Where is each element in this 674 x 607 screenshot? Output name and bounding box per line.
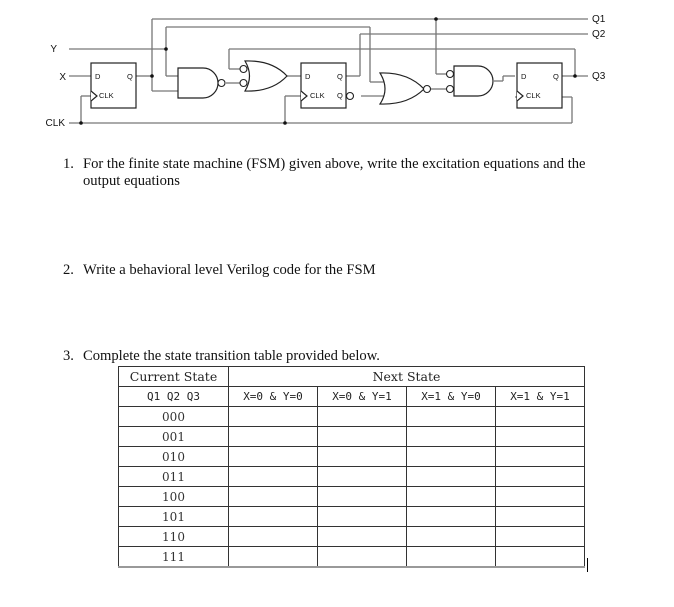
next-state-cell[interactable] [406, 506, 496, 527]
question-1-line-1: For the finite state machine (FSM) given… [83, 156, 586, 172]
output-label-q2: Q2 [592, 29, 606, 40]
state-transition-table: Current State Next State Q1 Q2 Q3 X=0 & … [118, 366, 585, 568]
subheader-x1-y1: X=1 & Y=1 [495, 386, 585, 407]
svg-text:CLK: CLK [310, 91, 325, 100]
subheader-x1-y0: X=1 & Y=0 [406, 386, 496, 407]
next-state-cell[interactable] [317, 506, 407, 527]
svg-text:Q: Q [127, 72, 133, 81]
input-label-x: X [59, 72, 66, 83]
question-2-text: Write a behavioral level Verilog code fo… [83, 262, 376, 278]
nor-gate [378, 72, 432, 105]
subheader-x0-y0: X=0 & Y=0 [228, 386, 318, 407]
state-cell: 100 [118, 486, 229, 507]
next-state-cell[interactable] [495, 466, 585, 487]
subheader-q1q2q3: Q1 Q2 Q3 [118, 386, 229, 407]
svg-text:D: D [305, 72, 311, 81]
state-cell: 011 [118, 466, 229, 487]
next-state-cell[interactable] [406, 406, 496, 427]
next-state-cell[interactable] [228, 466, 318, 487]
next-state-cell[interactable] [317, 406, 407, 427]
question-3-number: 3. [63, 348, 74, 364]
state-cell: 000 [118, 406, 229, 427]
next-state-cell[interactable] [228, 546, 318, 568]
state-cell: 001 [118, 426, 229, 447]
next-state-cell[interactable] [495, 446, 585, 467]
svg-text:CLK: CLK [99, 91, 114, 100]
next-state-cell[interactable] [228, 406, 318, 427]
flip-flop-2: D Q CLK Q [300, 62, 355, 109]
next-state-cell[interactable] [406, 426, 496, 447]
state-cell: 111 [118, 546, 229, 568]
next-state-cell[interactable] [228, 506, 318, 527]
svg-text:Q: Q [553, 72, 559, 81]
next-state-cell[interactable] [495, 426, 585, 447]
fsm-circuit-diagram: Y X CLK Q1 Q2 Q3 [46, 14, 606, 129]
svg-text:Q: Q [337, 72, 343, 81]
next-state-cell[interactable] [495, 546, 585, 568]
next-state-cell[interactable] [495, 486, 585, 507]
next-state-cell[interactable] [495, 506, 585, 527]
svg-text:D: D [95, 72, 101, 81]
clock-triangle-icon [90, 90, 98, 102]
next-state-cell[interactable] [406, 486, 496, 507]
svg-text:CLK: CLK [526, 91, 541, 100]
input-label-y: Y [50, 44, 57, 55]
table-row: 101 [118, 506, 585, 527]
next-state-cell[interactable] [406, 526, 496, 547]
and-gate-inverted-inputs [445, 65, 494, 97]
table-subheader-row: Q1 Q2 Q3 X=0 & Y=0 X=0 & Y=1 X=1 & Y=0 X… [118, 386, 585, 407]
next-state-cell[interactable] [406, 466, 496, 487]
state-cell: 101 [118, 506, 229, 527]
next-state-cell[interactable] [406, 546, 496, 568]
flip-flop-1: D Q CLK [90, 62, 137, 109]
next-state-cell[interactable] [406, 446, 496, 467]
next-state-cell[interactable] [495, 526, 585, 547]
next-state-cell[interactable] [317, 426, 407, 447]
question-1-number: 1. [63, 156, 74, 172]
nand-gate [177, 67, 226, 99]
next-state-cell[interactable] [228, 526, 318, 547]
header-current-state: Current State [118, 366, 229, 387]
question-1-text: For the finite state machine (FSM) given… [83, 156, 586, 190]
junction-dots [79, 17, 577, 125]
or-gate-inverted-inputs [239, 60, 288, 92]
table-row: 010 [118, 446, 585, 467]
header-next-state: Next State [228, 366, 585, 387]
flip-flop-3: D Q CLK [516, 62, 563, 109]
next-state-cell[interactable] [317, 466, 407, 487]
next-state-cell[interactable] [317, 546, 407, 568]
table-row: 011 [118, 466, 585, 487]
question-3-text: Complete the state transition table prov… [83, 348, 380, 364]
clock-triangle-icon [516, 90, 524, 102]
state-cell: 110 [118, 526, 229, 547]
question-2-number: 2. [63, 262, 74, 278]
next-state-cell[interactable] [317, 486, 407, 507]
table-row: 000 [118, 406, 585, 427]
question-1-line-2: output equations [83, 173, 180, 189]
wires [69, 18, 588, 124]
output-label-q3: Q3 [592, 71, 606, 82]
subheader-x0-y1: X=0 & Y=1 [317, 386, 407, 407]
inverted-output-bubble [345, 91, 355, 101]
text-cursor [587, 558, 588, 572]
input-label-clk: CLK [46, 118, 66, 129]
svg-text:D: D [521, 72, 527, 81]
next-state-cell[interactable] [228, 446, 318, 467]
state-cell: 010 [118, 446, 229, 467]
table-row: 110 [118, 526, 585, 547]
next-state-cell[interactable] [228, 426, 318, 447]
next-state-cell[interactable] [228, 486, 318, 507]
svg-text:Q: Q [337, 91, 343, 100]
next-state-cell[interactable] [495, 406, 585, 427]
table-row: 001 [118, 426, 585, 447]
next-state-cell[interactable] [317, 526, 407, 547]
table-row: 111 [118, 546, 585, 568]
table-header-row: Current State Next State [118, 366, 585, 387]
clock-triangle-icon [300, 90, 308, 102]
output-label-q1: Q1 [592, 14, 606, 25]
table-row: 100 [118, 486, 585, 507]
next-state-cell[interactable] [317, 446, 407, 467]
